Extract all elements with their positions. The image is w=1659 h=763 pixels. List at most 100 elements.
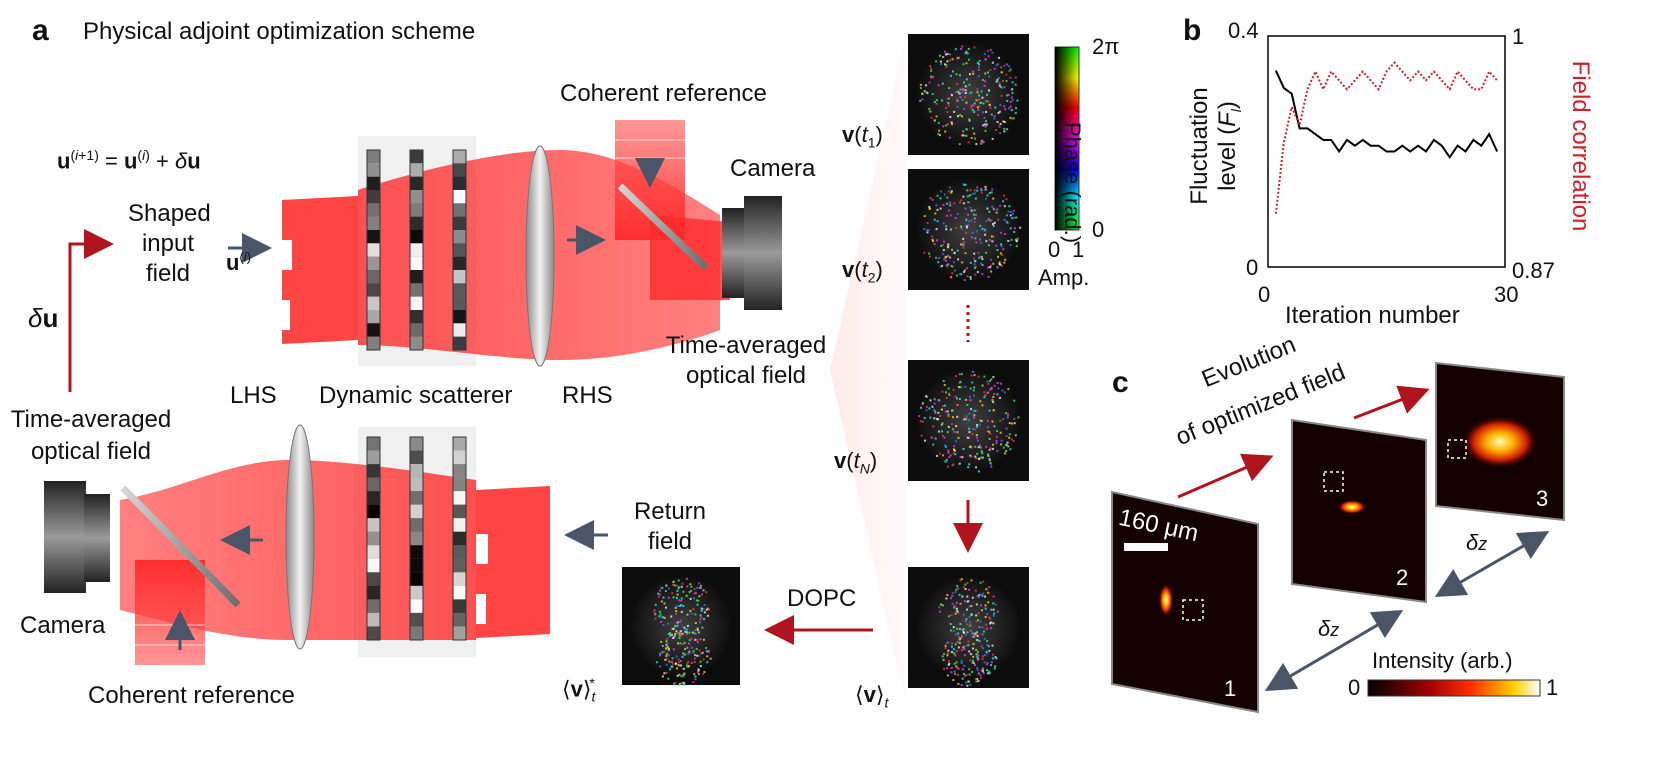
scatterer-cell (367, 270, 380, 284)
rhs-label: RHS (562, 382, 613, 409)
delta-z-1: δz (1318, 616, 1340, 641)
scatterer-cell (453, 477, 466, 492)
x-axis-label: Iteration number (1285, 302, 1460, 329)
v-tn-label: v(tN) (834, 448, 878, 477)
panel-c-letter: c (1112, 366, 1129, 399)
v-avg-conj-label: ⟨v⟩t* (562, 675, 596, 705)
v-t1-label: v(t1) (842, 122, 883, 151)
scatterer-column (366, 149, 381, 351)
scatterer-cell (453, 450, 466, 465)
right-tick-bottom: 0.87 (1512, 258, 1555, 283)
speckle-images (622, 34, 1029, 688)
tao-field-right-1: Time-averaged (665, 332, 827, 359)
v-avg-label: ⟨v⟩t (855, 682, 889, 711)
scatterer-cell (410, 504, 423, 519)
scatterer-cell (410, 437, 423, 451)
intensity-max: 1 (1546, 675, 1559, 700)
camera-bottom-label: Camera (20, 612, 106, 639)
scatterer-column (452, 436, 467, 641)
amp-min: 0 (1048, 237, 1061, 262)
chart-b (1267, 35, 1506, 268)
scatterer-cell (453, 336, 466, 350)
scale-bar (1124, 543, 1168, 551)
intensity-colorbar (1367, 679, 1541, 697)
camera-top-label: Camera (730, 155, 816, 182)
scatterer-cell (410, 203, 423, 217)
panel-a-title: Physical adjoint optimization scheme (83, 18, 476, 45)
scatterer-cell (410, 464, 423, 478)
phase-label: Phase (rad.) (1060, 122, 1085, 244)
amp-max: 1 (1072, 237, 1085, 262)
delta-u-label: δu (28, 303, 59, 333)
top-setup (228, 120, 782, 367)
scatterer-cell (410, 243, 423, 257)
scatterer-cell (453, 323, 466, 337)
y-left-label-line1: Fluctuation (1186, 87, 1213, 205)
scatterer-column (366, 436, 381, 641)
dynamic-scatterer-label: Dynamic scatterer (319, 382, 513, 409)
scatterer-cell (367, 572, 380, 586)
y-right-label: Field correlation (1567, 60, 1594, 232)
scatterer-cell (453, 243, 466, 257)
shaped-input-label-3: field (145, 260, 191, 287)
v-t2-label: v(t2) (842, 257, 883, 286)
scatterer-cell (410, 216, 423, 230)
scatterer-columns-bottom (366, 436, 467, 641)
evolution-arrow-2 (1353, 385, 1430, 420)
return-field-2: field (647, 528, 693, 555)
frame-3-number: 3 (1536, 486, 1549, 511)
scatterer-cell (367, 176, 380, 190)
coherent-reference-bottom: Coherent reference (88, 682, 295, 709)
tao-field-right-2: optical field (685, 362, 807, 389)
scatterer-cell (410, 558, 423, 573)
scatterer-cell (410, 585, 423, 600)
scatterer-cell (410, 450, 423, 465)
scatterer-cell (453, 216, 466, 230)
scatterer-cell (453, 190, 466, 204)
scatterer-cell (453, 518, 466, 532)
scatterer-cell (367, 256, 380, 270)
scatterer-cell (453, 150, 466, 164)
scatterer-cell (453, 230, 466, 244)
camera-lens-bottom (44, 481, 86, 593)
camera-body-bottom (84, 494, 110, 582)
scatterer-cell (453, 626, 466, 640)
scatterer-cell (410, 626, 423, 640)
scatterer-cell (410, 176, 423, 190)
scatterer-cell (367, 336, 380, 350)
phase-min: 0 (1092, 217, 1105, 242)
dopc-label: DOPC (787, 585, 857, 612)
scatterer-cell (453, 572, 466, 586)
scatterer-cell (453, 491, 466, 505)
scatterer-cell (453, 283, 466, 297)
scatterer-cell (453, 464, 466, 478)
scatterer-cell (367, 437, 380, 451)
scatterer-cell (410, 323, 423, 337)
amp-overlay (1055, 47, 1079, 230)
series-line-correlation (1274, 61, 1498, 214)
scatterer-cell (367, 599, 380, 613)
amp-label: Amp. (1038, 265, 1090, 290)
scatterer-cell (453, 296, 466, 310)
intensity-min: 0 (1348, 675, 1361, 700)
panel-b-letter: b (1183, 14, 1202, 47)
scatterer-cell (367, 558, 380, 573)
shaped-input-label-1: Shaped (128, 200, 211, 227)
scatterer-cell (367, 243, 380, 257)
u-i-label: u(i) (226, 249, 252, 275)
camera-body-top (722, 208, 748, 298)
scatterer-columns-top (366, 149, 467, 351)
series-line-fluctuation (1274, 70, 1499, 160)
scatterer-cell (453, 545, 466, 559)
delta-z-arrow-2 (1434, 531, 1550, 597)
camera-lens-top (744, 196, 782, 310)
scatterer-cell (367, 545, 380, 559)
scatterer-cell (367, 150, 380, 164)
scatterer-cell (410, 310, 423, 324)
scatterer-cell (453, 531, 466, 546)
scatterer-cell (453, 558, 466, 573)
scatterer-cell (410, 531, 423, 546)
scatterer-cell (367, 518, 380, 532)
scatterer-cell (410, 612, 423, 627)
